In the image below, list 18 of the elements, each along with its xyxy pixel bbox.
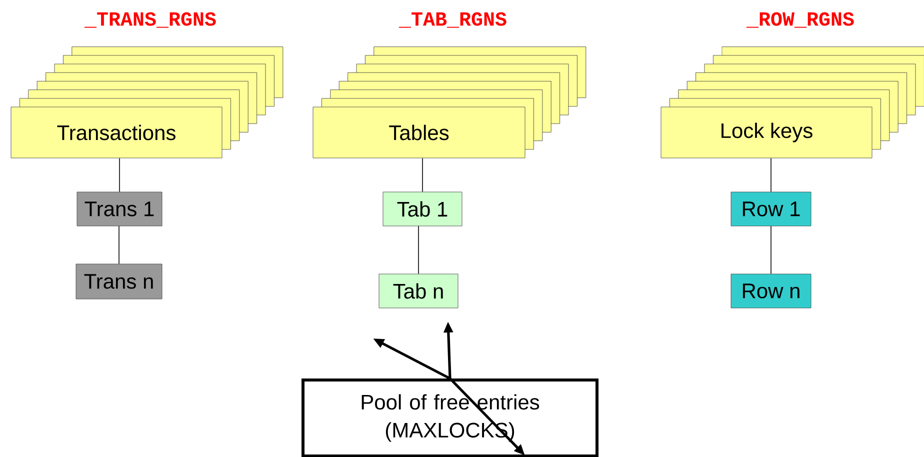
list-entry-box: Row n — [730, 274, 812, 308]
connector-line — [422, 158, 423, 192]
connector-line — [770, 226, 772, 274]
region-label: _TAB_RGNS — [398, 12, 506, 28]
list-entry-box: Tab n — [378, 274, 458, 308]
connector-line — [418, 226, 419, 274]
connector-line — [119, 158, 120, 192]
stacked-box: Lock keys — [660, 46, 924, 158]
connector-line — [770, 158, 772, 192]
list-entry-box: Tab 1 — [382, 192, 462, 226]
region-label: _TRANS_RGNS — [84, 12, 216, 28]
list-entry-box: Trans n — [76, 264, 162, 300]
connector-line — [118, 226, 120, 264]
list-entry-box: Trans 1 — [76, 192, 162, 226]
region-label: _ROW_RGNS — [746, 12, 854, 28]
list-entry-box: Row 1 — [730, 192, 812, 226]
stacked-box: Tables — [312, 46, 586, 158]
stacked-box: Transactions — [10, 46, 284, 158]
